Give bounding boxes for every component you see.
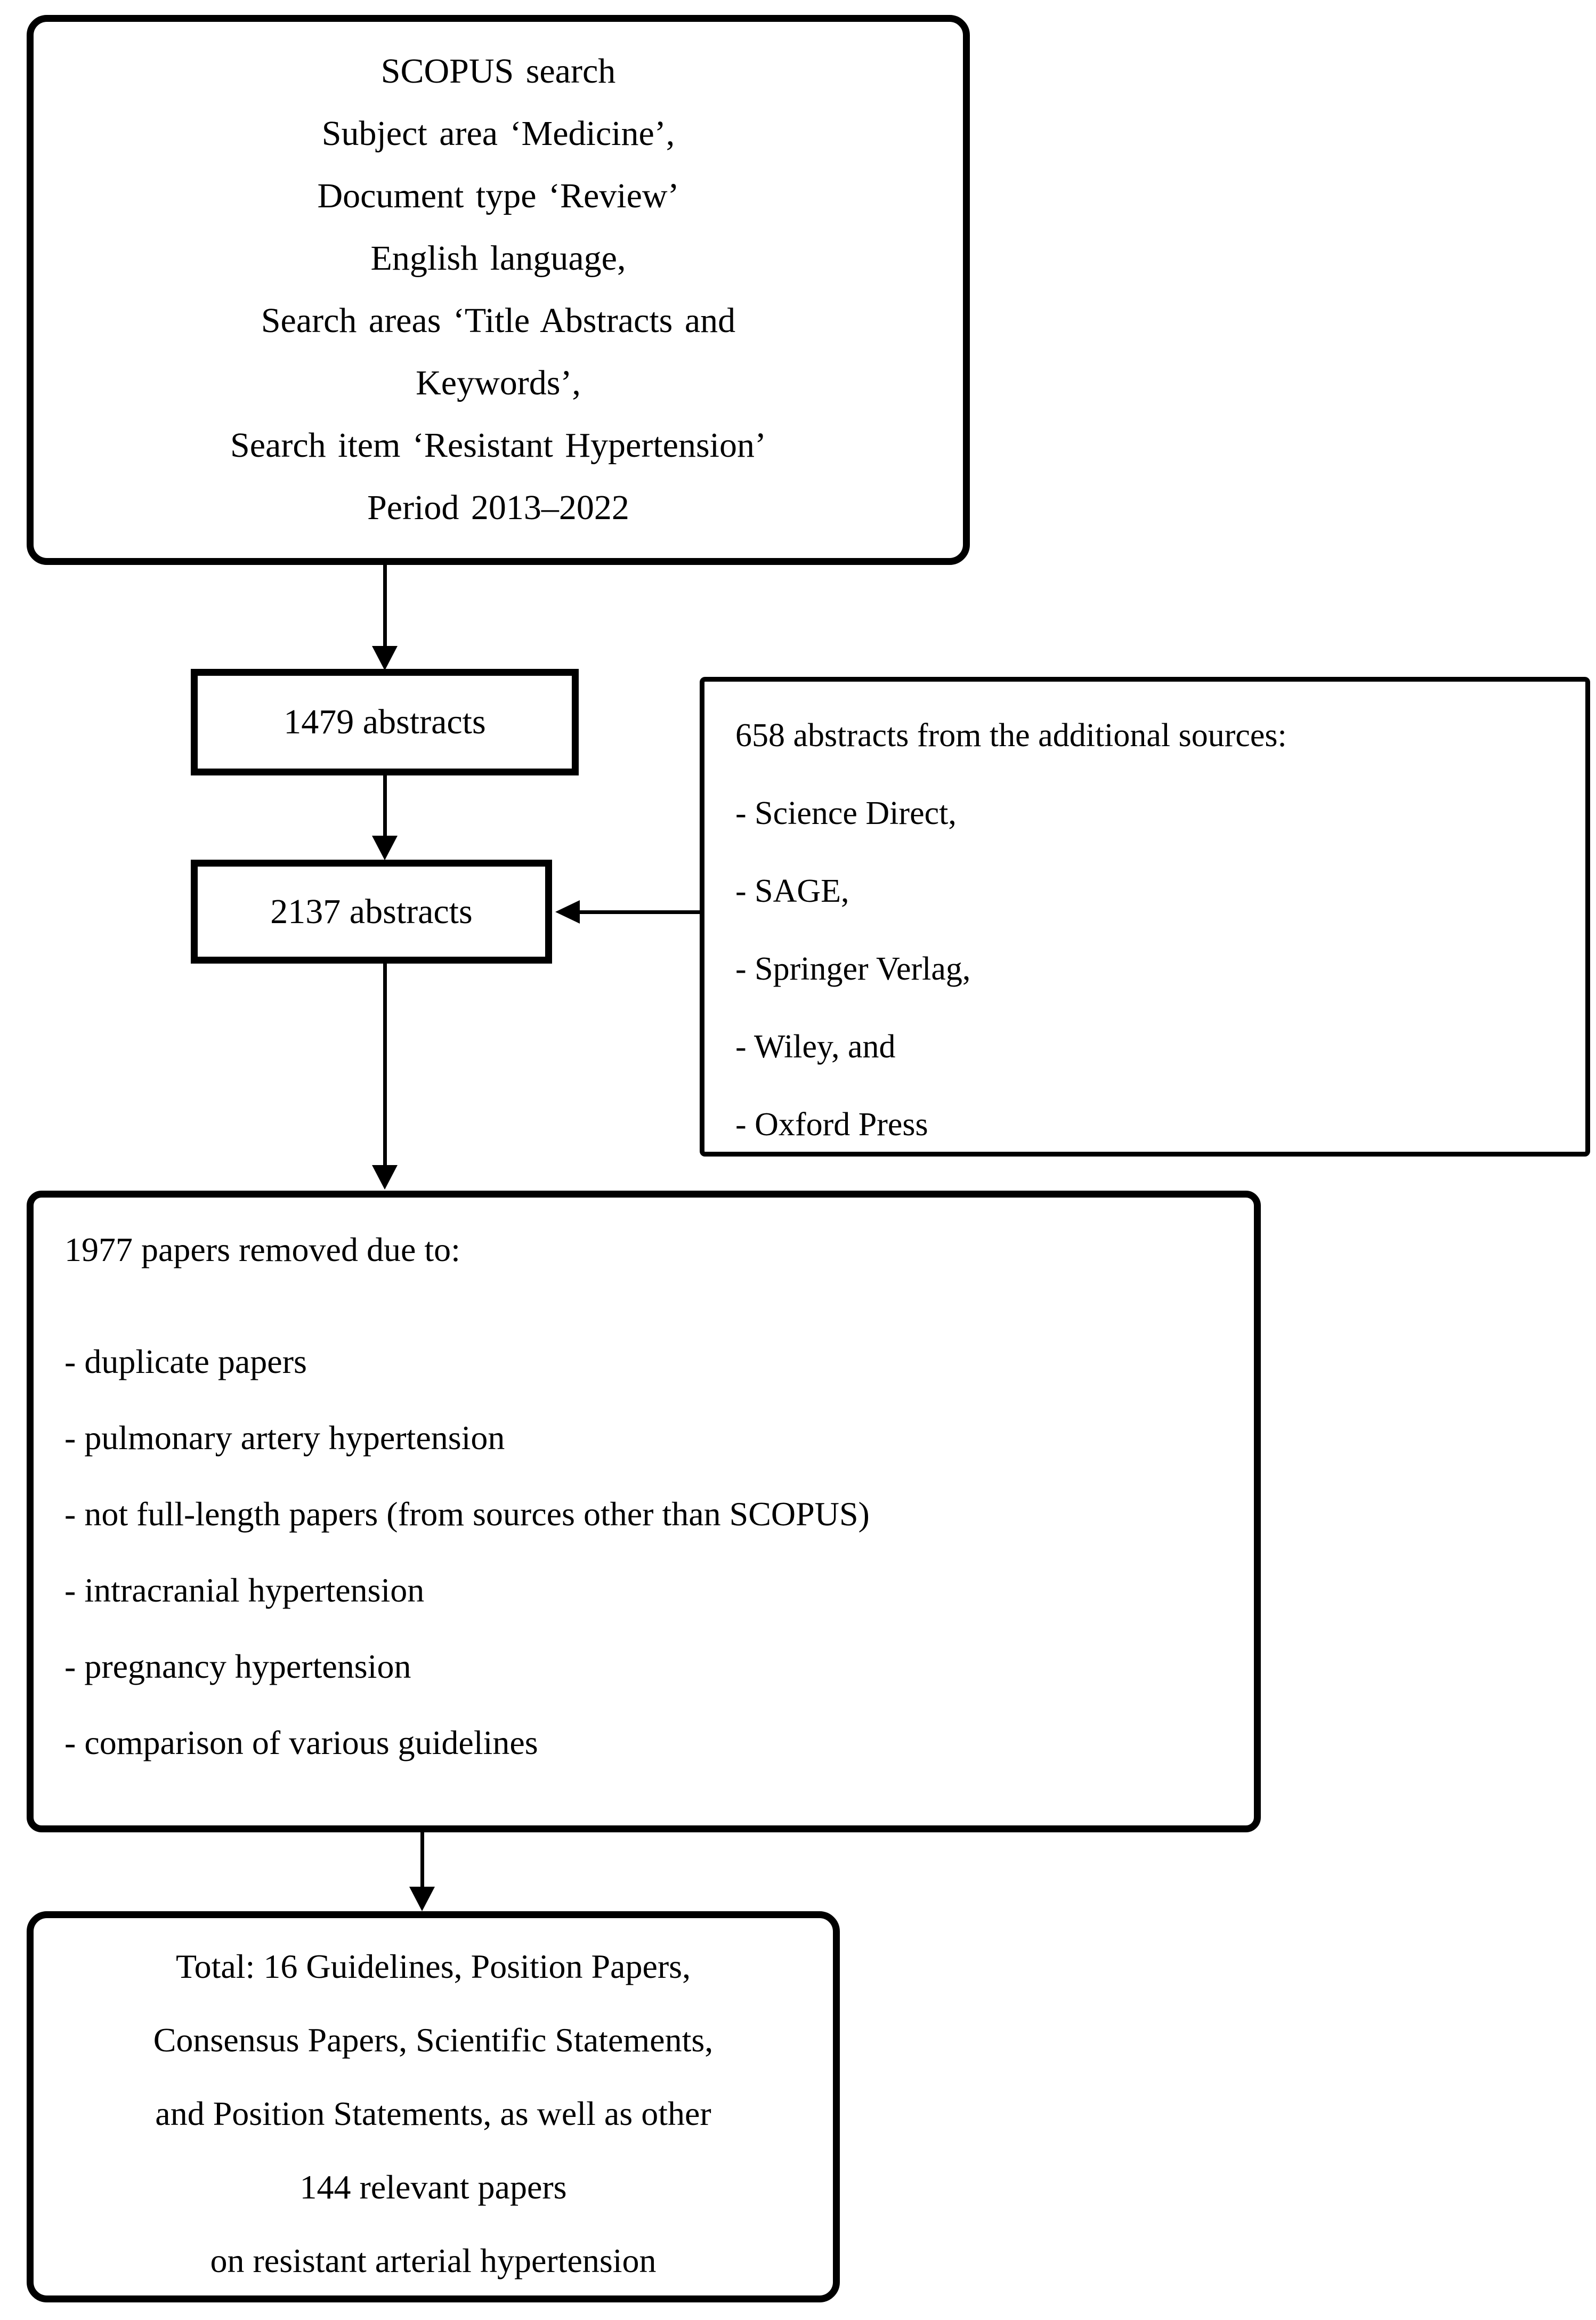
additional-source-item: - Wiley, and — [735, 1029, 896, 1065]
spacer — [64, 1288, 1233, 1323]
scopus-line-2: Subject area ‘Medicine’, — [321, 114, 675, 153]
abstracts-2137-label: 2137 abstracts — [270, 892, 473, 931]
removed-reason-item: - comparison of various guidelines — [64, 1724, 538, 1761]
abstracts-1479-label: 1479 abstracts — [283, 702, 486, 741]
arrow-head-down-icon — [372, 1165, 398, 1190]
arrow-head-down-icon — [372, 836, 398, 860]
total-line-1: Total: 16 Guidelines, Position Papers, — [175, 1947, 691, 1985]
total-line-4: 144 relevant papers — [299, 2168, 567, 2206]
additional-source-item: - Springer Verlag, — [735, 951, 971, 987]
total-line-5: on resistant arterial hypertension — [210, 2242, 657, 2279]
arrow-line — [383, 565, 387, 649]
scopus-line-4: English language, — [370, 239, 626, 278]
arrow-head-down-icon — [409, 1887, 435, 1911]
arrow-head-left-icon — [555, 900, 580, 924]
scopus-line-1: SCOPUS search — [380, 52, 616, 91]
abstracts-2137-box: 2137 abstracts — [191, 860, 552, 964]
removed-reason-item: - intracranial hypertension — [64, 1571, 425, 1609]
scopus-line-7: Search item ‘Resistant Hypertension’ — [230, 426, 766, 465]
arrow-line — [579, 910, 701, 914]
removed-papers-box: 1977 papers removed due to: - duplicate … — [27, 1191, 1261, 1832]
abstracts-1479-box: 1479 abstracts — [191, 669, 579, 775]
removed-reason-item: - duplicate papers — [64, 1343, 307, 1380]
removed-papers-title: 1977 papers removed due to: — [64, 1231, 460, 1268]
removed-reason-item: - pulmonary artery hypertension — [64, 1419, 505, 1457]
scopus-search-box: SCOPUS search Subject area ‘Medicine’, D… — [27, 15, 970, 565]
scopus-line-3: Document type ‘Review’ — [317, 176, 679, 215]
scopus-line-6: Keywords’, — [416, 363, 581, 402]
removed-reason-item: - pregnancy hypertension — [64, 1647, 411, 1685]
total-line-3: and Position Statements, as well as othe… — [155, 2095, 711, 2132]
total-line-2: Consensus Papers, Scientific Statements, — [153, 2021, 714, 2059]
scopus-line-8: Period 2013–2022 — [367, 488, 629, 527]
scopus-line-5: Search areas ‘Title Abstracts and — [261, 301, 736, 340]
additional-source-item: - SAGE, — [735, 873, 849, 909]
arrow-line — [383, 964, 387, 1167]
additional-source-item: - Science Direct, — [735, 795, 957, 831]
removed-reason-item: - not full-length papers (from sources o… — [64, 1495, 870, 1533]
arrow-line — [383, 775, 387, 838]
total-results-box: Total: 16 Guidelines, Position Papers, C… — [27, 1911, 840, 2302]
arrow-head-down-icon — [372, 646, 398, 670]
additional-sources-box: 658 abstracts from the additional source… — [700, 677, 1590, 1157]
arrow-line — [420, 1832, 424, 1889]
additional-source-item: - Oxford Press — [735, 1106, 928, 1143]
additional-sources-title: 658 abstracts from the additional source… — [735, 717, 1287, 754]
